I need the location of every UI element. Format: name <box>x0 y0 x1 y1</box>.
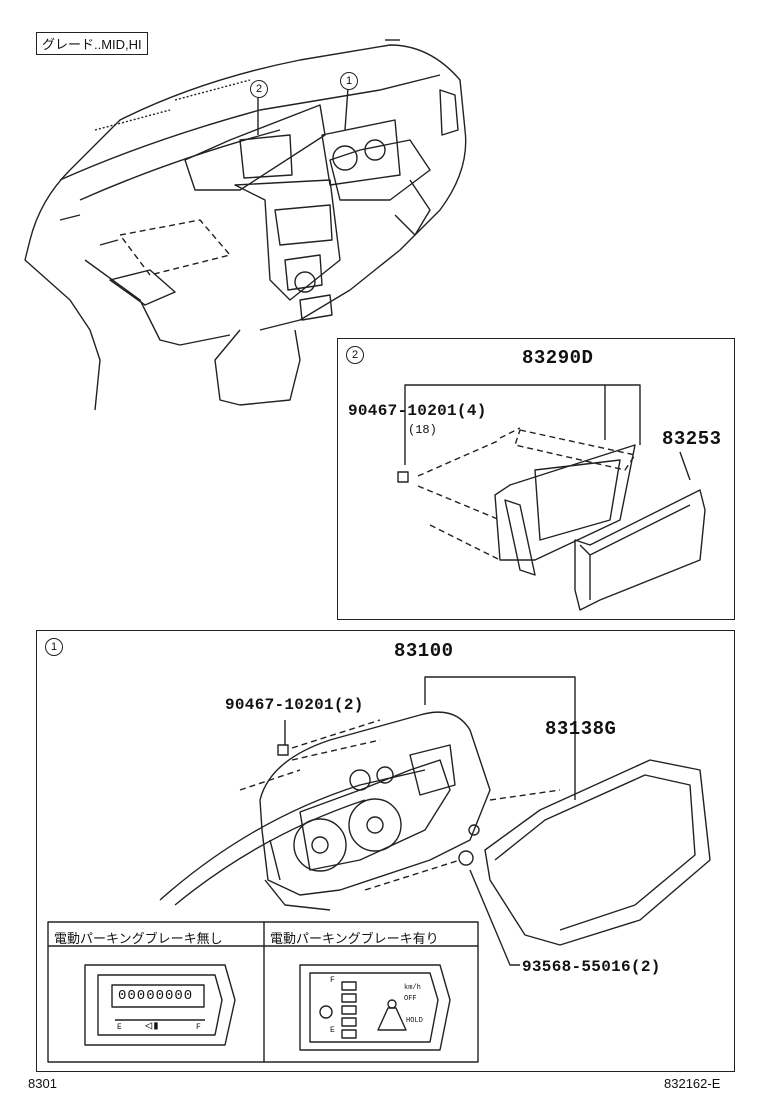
callout-two: 2 <box>250 80 268 98</box>
combination-meter-drawing <box>159 711 711 946</box>
fuel-pump-icon: ◁▮ <box>145 1019 160 1033</box>
panel-combination-meter <box>36 630 735 1072</box>
odometer-digits: 00000000 <box>118 988 194 1004</box>
hold-label: HOLD <box>406 1017 423 1025</box>
gauge-f-right: F <box>330 976 335 985</box>
part-number-83138g: 83138G <box>545 718 617 740</box>
nav-display-drawing <box>397 427 706 611</box>
panel1-index: 1 <box>45 638 63 656</box>
callout-one: 1 <box>340 72 358 90</box>
speed-unit: km/h <box>404 984 421 992</box>
grade-label: グレード..MID,HI <box>36 32 148 55</box>
part-number-screw-2: 90467-10201(2) <box>225 696 364 714</box>
footer-right: 832162-E <box>664 1076 721 1091</box>
table-header-without-epb: 電動パーキングブレーキ無し <box>54 931 223 946</box>
part-number-screw-4: 90467-10201(4) <box>348 402 487 420</box>
panel2-index: 2 <box>346 346 364 364</box>
part-number-bulb: 93568-55016(2) <box>522 958 661 976</box>
part-number-83290d: 83290D <box>522 347 594 369</box>
off-label: OFF <box>404 995 417 1003</box>
fuel-gauge-f: F <box>196 1023 201 1032</box>
footer-left: 8301 <box>28 1076 57 1091</box>
dashboard-drawing <box>24 39 467 411</box>
gauge-e-right: E <box>330 1026 335 1035</box>
panel-nav-display <box>337 338 735 620</box>
screw-note: (18) <box>408 423 437 437</box>
part-number-83100: 83100 <box>394 640 454 662</box>
table-header-with-epb: 電動パーキングブレーキ有り <box>270 931 439 946</box>
part-number-83253: 83253 <box>662 428 722 450</box>
fuel-gauge-e: E <box>117 1023 122 1032</box>
